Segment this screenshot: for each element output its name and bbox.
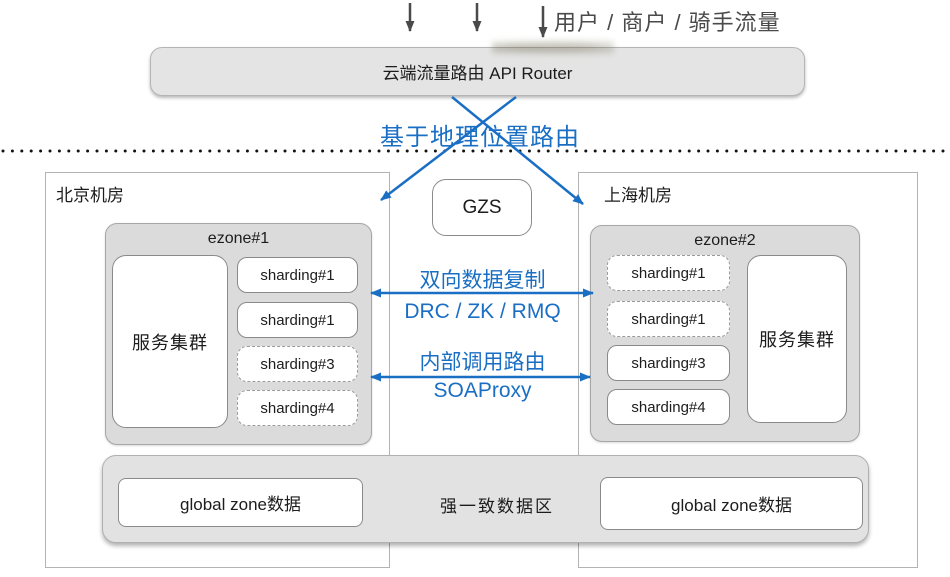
ezone2-label: ezone#2 [694, 232, 756, 249]
beijing-sharding-1-box: sharding#1 [237, 257, 358, 293]
shanghai-global-zone-box: global zone数据 [600, 477, 863, 530]
shanghai-sharding-2-box: sharding#1 [607, 301, 730, 337]
replication-label-line1: 双向数据复制 [419, 269, 546, 292]
api-router-box: 云端流量路由 API Router [150, 47, 805, 96]
shanghai-sharding-1-box: sharding#1 [607, 255, 730, 291]
traffic-label: 用户 / 商户 / 骑手流量 [554, 10, 781, 35]
internal-call-label-line1: 内部调用路由 [419, 351, 546, 374]
api-router-label: 云端流量路由 API Router [382, 64, 573, 83]
sharding-label: sharding#4 [260, 399, 335, 417]
global-zone-label: global zone数据 [671, 496, 792, 515]
beijing-sharding-3-box: sharding#3 [237, 346, 358, 382]
shanghai-sharding-4-box: sharding#4 [607, 389, 730, 425]
internal-call-label-line2: SOAProxy [433, 379, 532, 402]
geo-routing-label: 基于地理位置路由 [380, 124, 580, 151]
beijing-global-zone-box: global zone数据 [118, 478, 363, 527]
beijing-datacenter-label: 北京机房 [56, 186, 124, 205]
replication-label-line2: DRC / ZK / RMQ [404, 300, 561, 323]
beijing-sharding-4-box: sharding#4 [237, 390, 358, 426]
gzs-label: GZS [462, 196, 502, 218]
shanghai-datacenter-label: 上海机房 [604, 186, 672, 205]
sharding-label: sharding#3 [631, 354, 706, 372]
shanghai-sharding-3-box: sharding#3 [607, 345, 730, 381]
shanghai-service-cluster-label: 服务集群 [759, 330, 835, 350]
beijing-service-cluster-label: 服务集群 [132, 332, 208, 353]
sharding-label: sharding#1 [631, 264, 706, 282]
beijing-service-cluster-box: 服务集群 [112, 255, 228, 428]
sharding-label: sharding#4 [631, 398, 706, 416]
shanghai-service-cluster-box: 服务集群 [747, 255, 847, 423]
sharding-label: sharding#1 [260, 266, 335, 284]
gzs-box: GZS [432, 179, 532, 236]
watermark-smudge [492, 39, 614, 56]
ezone1-label: ezone#1 [207, 230, 270, 247]
sharding-label: sharding#1 [260, 311, 335, 329]
sharding-label: sharding#3 [260, 355, 335, 373]
sharding-label: sharding#1 [631, 310, 706, 328]
strong-consistency-zone-label: 强一致数据区 [440, 497, 554, 516]
beijing-sharding-2-box: sharding#1 [237, 302, 358, 338]
global-zone-label: global zone数据 [180, 495, 301, 514]
